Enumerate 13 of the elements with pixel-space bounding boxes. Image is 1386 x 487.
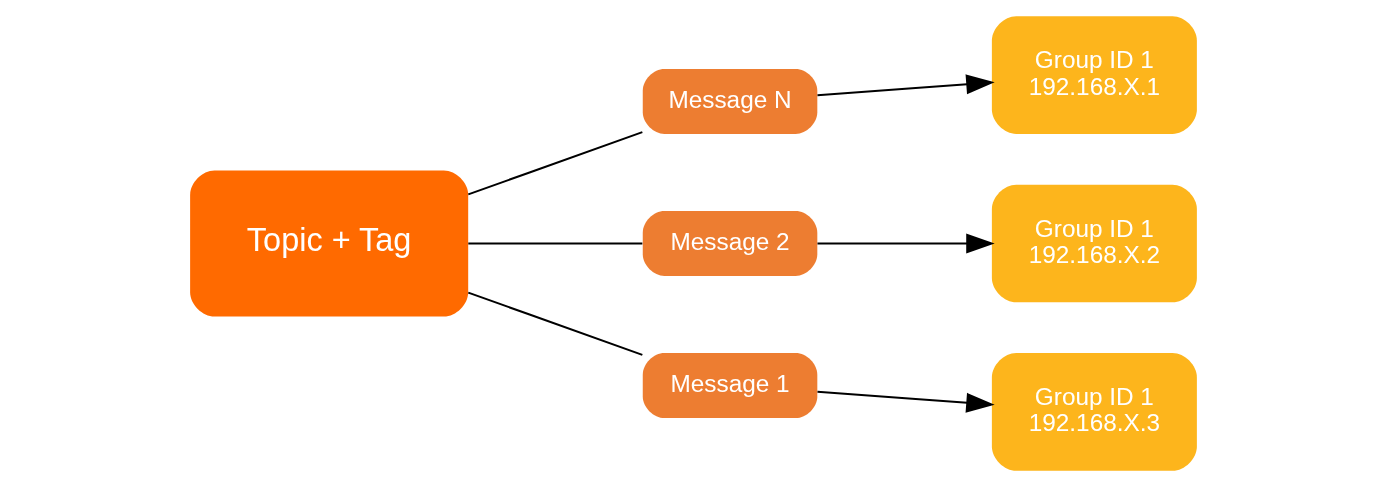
node-box: Message 2	[642, 211, 817, 276]
node-box: Group ID 1 192.168.X.3	[991, 353, 1197, 471]
node-box: Group ID 1 192.168.X.2	[991, 184, 1197, 303]
arrow	[816, 390, 995, 413]
connector	[467, 242, 642, 245]
arrow	[816, 74, 995, 97]
connector	[467, 291, 643, 356]
node-box: Message N	[642, 68, 817, 134]
connector	[467, 131, 643, 196]
node-box: Group ID 1 192.168.X.1	[991, 16, 1197, 134]
node-box: Topic + Tag	[189, 170, 468, 317]
arrow	[816, 233, 995, 254]
node-box: Message 1	[642, 353, 817, 419]
